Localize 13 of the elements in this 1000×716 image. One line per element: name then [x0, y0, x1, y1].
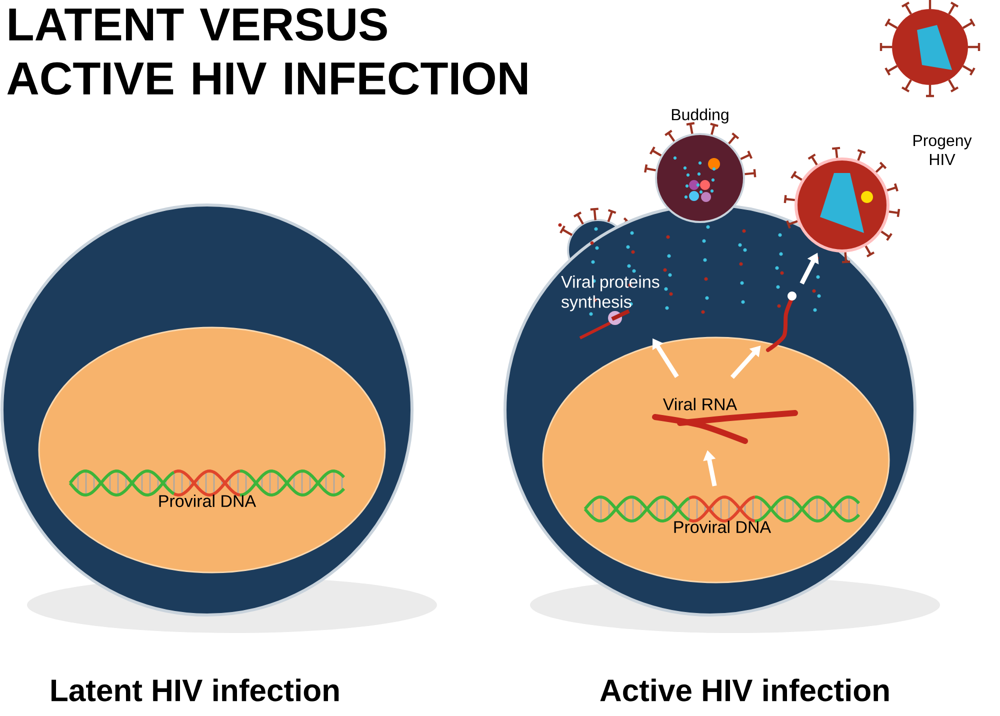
cell-label: Active HIV infection: [600, 678, 889, 702]
nucleus: [38, 326, 386, 574]
label: Viral proteins synthesis: [561, 275, 660, 312]
label: Viral RNA: [662, 398, 738, 410]
nucleus: [542, 336, 890, 584]
title: LATENT VERSUS ACTIVE HIV INFECTION: [7, 8, 527, 95]
cell-label: Latent HIV infection: [52, 678, 339, 702]
label: Proviral DNA: [159, 494, 256, 508]
label: Progeny HIV: [914, 135, 972, 165]
rna-strand: [766, 292, 796, 352]
label: Proviral DNA: [674, 520, 772, 534]
virus-drawing: [784, 146, 900, 264]
bud-label: Budding: [672, 108, 728, 124]
